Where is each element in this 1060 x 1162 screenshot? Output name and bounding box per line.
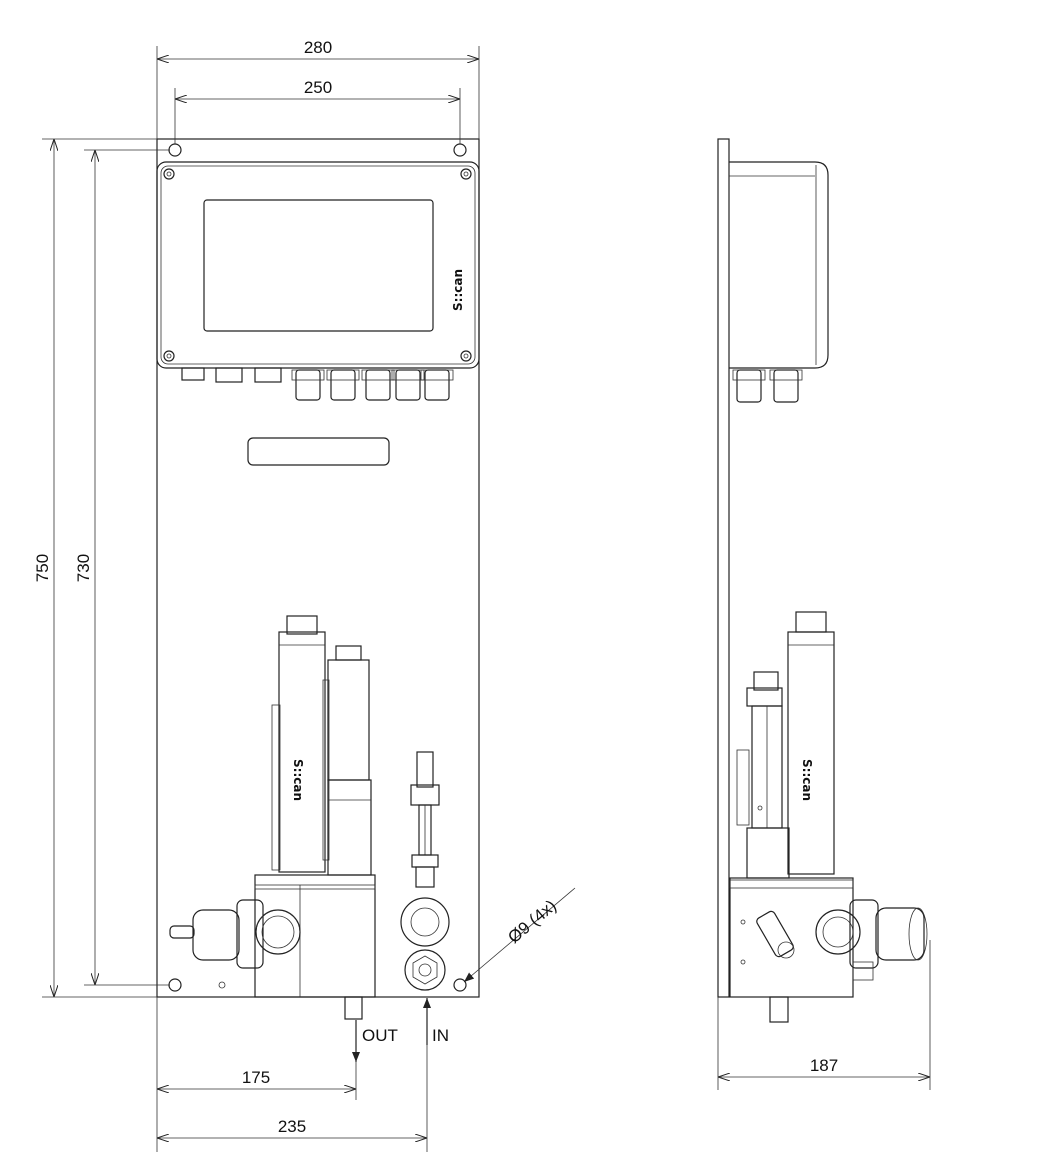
dim-leader-hole: [463, 887, 576, 983]
dim-hole-diameter: Ø9 (4x): [504, 896, 560, 947]
controller-housing: S::can: [156, 161, 480, 369]
housing-logo: S::can: [451, 269, 465, 311]
display-screen: [203, 199, 434, 332]
front-dimensions: 280 250 750 730 175 235 Ø9 (4x): [33, 38, 576, 1152]
in-label: IN: [432, 1026, 449, 1045]
sensor-assembly-front: S::can: [169, 615, 376, 1020]
svg-text:S::can: S::can: [800, 759, 814, 801]
out-label: OUT: [362, 1026, 398, 1045]
dim-overall-width: 280: [304, 38, 332, 57]
mounting-hole-bottom-right: [453, 978, 467, 992]
dim-depth: 187: [810, 1056, 838, 1075]
mounting-hole-bottom-left: [168, 978, 182, 992]
flow-meter: [400, 751, 450, 991]
cable-glands: [181, 367, 454, 401]
mounting-hole-top-right: [453, 143, 467, 157]
label-plate: [247, 437, 390, 466]
dim-hole-spacing: 250: [304, 78, 332, 97]
mounting-hole-top-left: [168, 143, 182, 157]
side-plate: [717, 138, 730, 998]
mounting-plate: [156, 138, 480, 998]
dim-out-offset: 175: [242, 1068, 270, 1087]
dim-in-offset: 235: [278, 1117, 306, 1136]
dim-hole-height: 730: [74, 554, 93, 582]
svg-text:S::can: S::can: [291, 759, 305, 801]
front-view: S::can S::can: [156, 138, 480, 1062]
handwheel-knob: [169, 899, 301, 969]
side-view: S::can 187: [717, 138, 931, 1090]
dim-overall-height: 750: [33, 554, 52, 582]
